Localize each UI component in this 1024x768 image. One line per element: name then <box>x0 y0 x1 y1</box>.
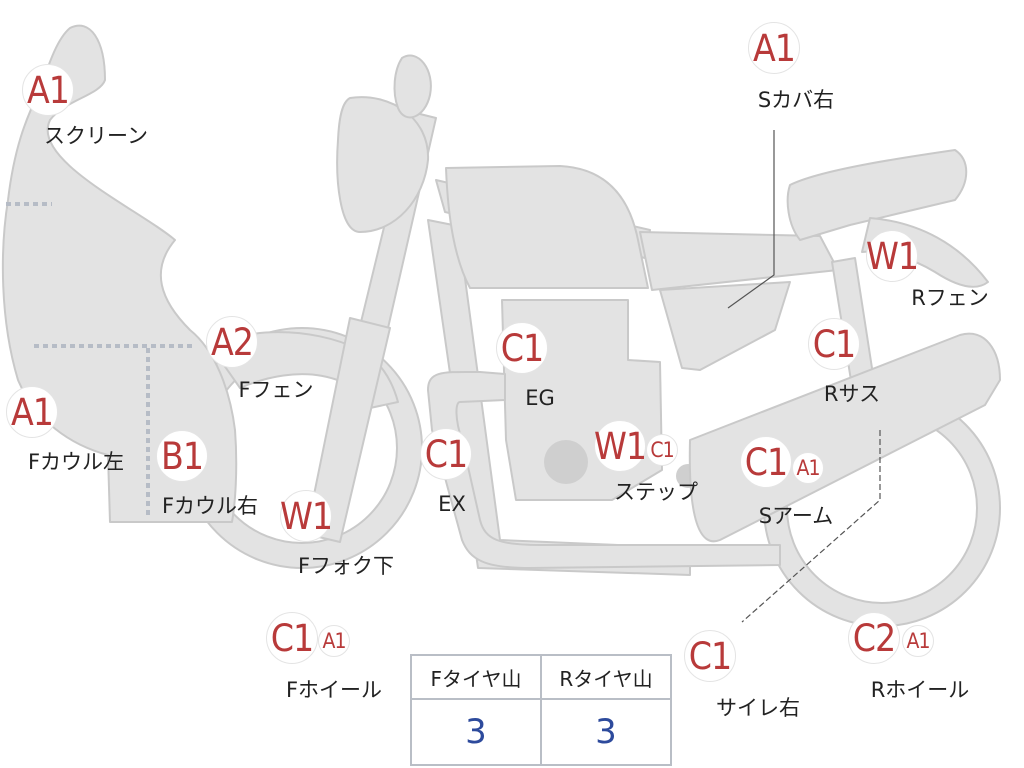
leader-s-cover <box>727 130 775 309</box>
s-cover-right-label: Sカバ右 <box>757 88 835 112</box>
f-fender-grade[interactable]: A2 <box>206 316 258 368</box>
r-wheel-grade[interactable]: C2 <box>848 612 900 664</box>
f-cowl-left-label: Fカウル左 <box>27 450 125 474</box>
step-label: ステップ <box>614 480 698 504</box>
f-wheel-grade[interactable]: C1 <box>266 612 318 664</box>
r-suspension-label: Rサス <box>823 382 881 406</box>
step-grade[interactable]: W1 <box>594 420 647 472</box>
f-cowl-right-grade[interactable]: B1 <box>156 430 208 482</box>
screen-grade[interactable]: A1 <box>22 64 74 116</box>
engine-grade[interactable]: C1 <box>496 322 548 374</box>
exhaust-grade[interactable]: C1 <box>420 428 472 480</box>
swing-arm-shape <box>688 332 1001 543</box>
swing-arm-label: Sアーム <box>758 504 834 528</box>
swing-arm-subgrade[interactable]: A1 <box>792 452 824 484</box>
r-fender-grade[interactable]: W1 <box>866 230 919 282</box>
s-cover-right-grade[interactable]: A1 <box>748 22 800 74</box>
rear-tire-tread-header: Rタイヤ山 <box>540 654 672 700</box>
f-wheel-subgrade[interactable]: A1 <box>318 625 350 657</box>
exhaust-pipe-shape <box>427 370 781 569</box>
rear-tire-tread-value[interactable]: 3 <box>540 698 672 766</box>
f-wheel-label: Fホイール <box>285 678 383 702</box>
front-tire-tread-header: Fタイヤ山 <box>410 654 542 700</box>
f-cowl-left-grade[interactable]: A1 <box>6 386 58 438</box>
seat-front-shape <box>639 231 839 291</box>
exhaust-label: EX <box>438 492 466 516</box>
engine-cover-circle <box>544 440 588 484</box>
f-fork-lower-grade[interactable]: W1 <box>280 490 333 542</box>
fuel-tank-shape <box>445 165 649 289</box>
tire-tread-table: Fタイヤ山 Rタイヤ山 3 3 <box>410 654 672 766</box>
mirror-shape <box>393 54 432 119</box>
leader-silencer <box>741 430 881 623</box>
fork-slider-shape <box>305 317 391 543</box>
front-tire-tread-value[interactable]: 3 <box>410 698 542 766</box>
f-fender-label: Fフェン <box>238 378 314 402</box>
r-suspension-grade[interactable]: C1 <box>808 318 860 370</box>
seat-rear-shape <box>786 149 968 241</box>
r-wheel-label: Rホイール <box>870 678 970 702</box>
r-fender-label: Rフェン <box>911 286 989 310</box>
engine-label: EG <box>525 386 555 410</box>
silencer-right-grade[interactable]: C1 <box>684 630 736 682</box>
r-wheel-subgrade[interactable]: A1 <box>902 625 934 657</box>
silencer-right-label: サイレ右 <box>716 696 800 720</box>
f-cowl-right-label: Fカウル右 <box>161 494 259 518</box>
headlight-shape <box>336 96 430 233</box>
f-fork-lower-label: Fフォク下 <box>297 554 395 578</box>
screen-label: スクリーン <box>44 124 148 148</box>
side-cover-shape <box>659 281 791 371</box>
step-subgrade[interactable]: C1 <box>646 434 678 466</box>
swing-arm-grade[interactable]: C1 <box>740 436 792 488</box>
front-cowl-shape <box>1 24 238 523</box>
